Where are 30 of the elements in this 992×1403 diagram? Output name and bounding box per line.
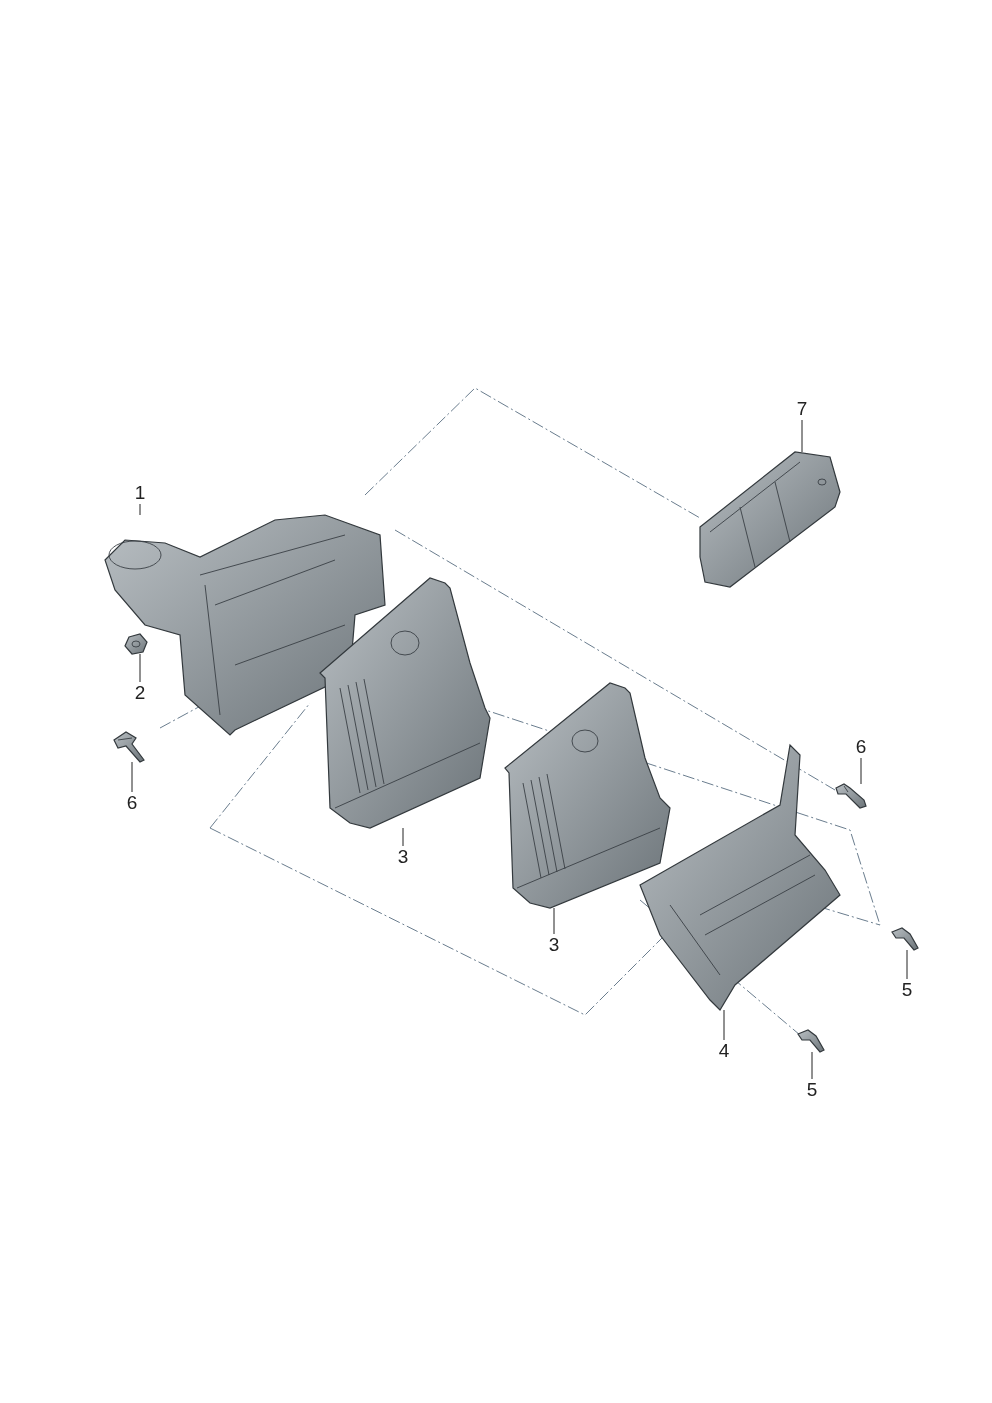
leader-line	[139, 503, 141, 516]
callout-number: 1	[130, 482, 150, 504]
leader-line	[139, 653, 141, 683]
leader-line	[801, 419, 803, 453]
leader-line	[553, 907, 555, 935]
mounting-bracket-drawing	[105, 515, 385, 735]
callout-number: 6	[122, 792, 142, 814]
leader-line	[723, 1009, 725, 1041]
leader-line	[811, 1051, 813, 1080]
bolt-drawing	[114, 730, 144, 762]
module-drawing	[700, 452, 840, 587]
bracket-plate-drawing	[640, 745, 840, 1010]
screw-drawing	[798, 1030, 824, 1052]
callout-number: 2	[130, 682, 150, 704]
bolt-drawing	[836, 784, 866, 808]
callout-number: 5	[802, 1079, 822, 1101]
control-unit-drawing	[505, 683, 670, 908]
nut-drawing	[125, 634, 147, 654]
callout-number: 3	[393, 846, 413, 868]
leader-line	[906, 949, 908, 980]
callout-number: 7	[792, 398, 812, 420]
screw-drawing	[892, 928, 918, 950]
control-unit-drawing	[320, 578, 490, 828]
callout-number: 5	[897, 979, 917, 1001]
leader-line	[131, 761, 133, 793]
callout-number: 4	[714, 1040, 734, 1062]
leader-line	[860, 757, 862, 785]
leader-line	[402, 827, 404, 847]
callout-number: 3	[544, 934, 564, 956]
callout-number: 6	[851, 736, 871, 758]
